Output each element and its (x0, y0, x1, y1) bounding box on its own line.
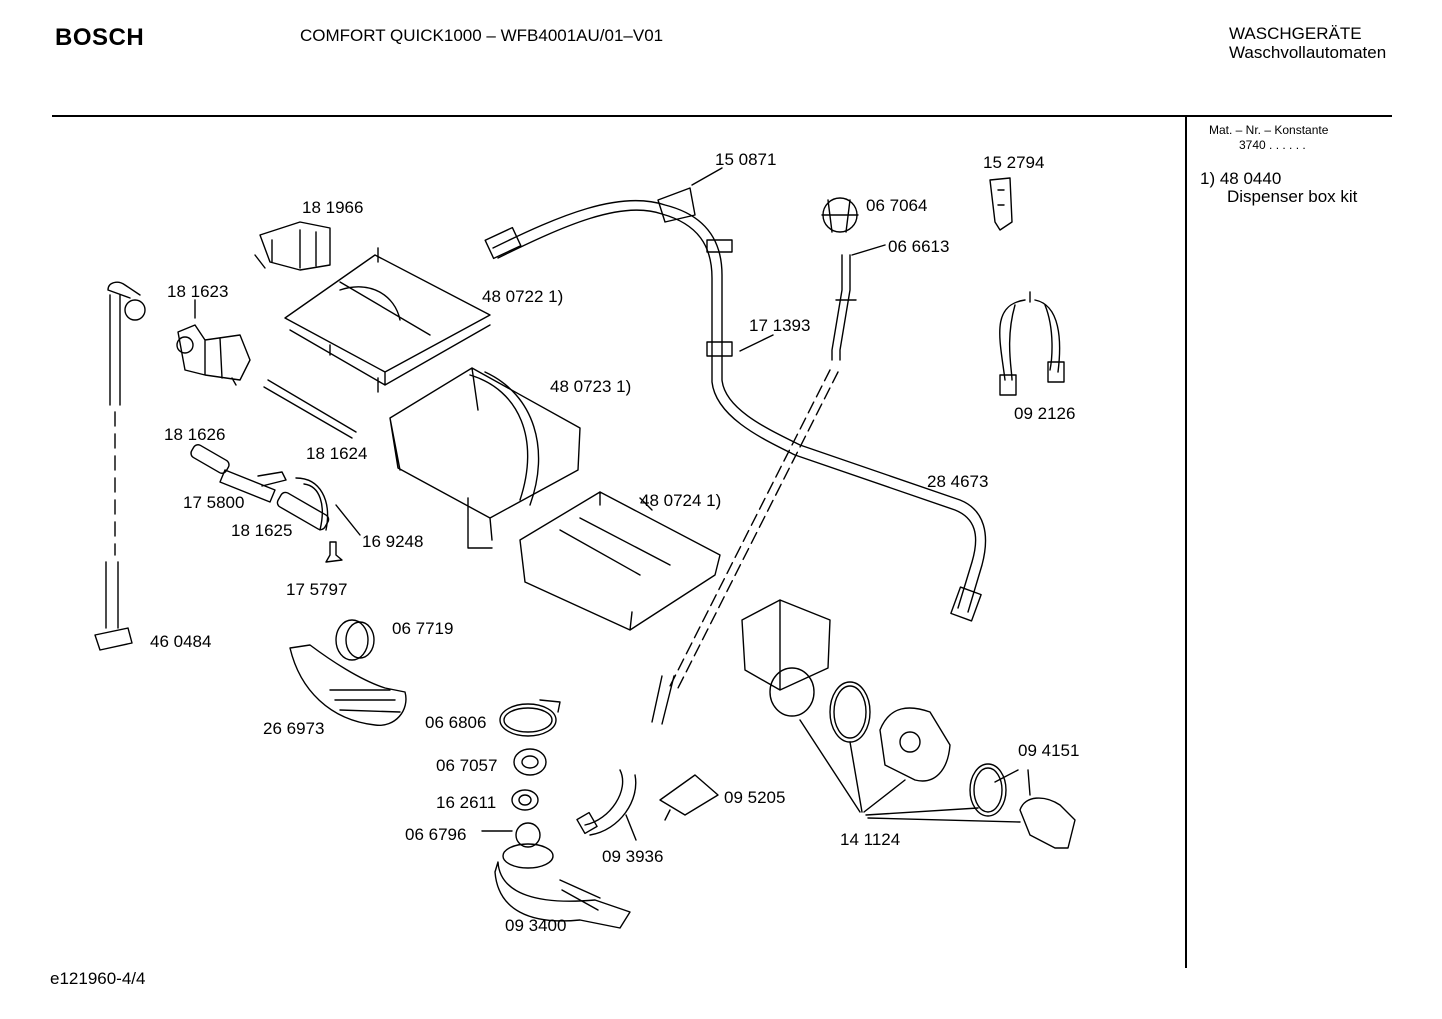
notes-heading: Mat. – Nr. – Konstante (1209, 123, 1329, 137)
part-label: 16 9248 (362, 532, 424, 551)
part-label: 48 0723 1) (550, 377, 632, 396)
part-label: 17 5797 (286, 580, 348, 599)
part-label: 09 5205 (724, 788, 786, 807)
part-label: 16 2611 (436, 793, 497, 812)
part-label: 18 1623 (167, 282, 229, 301)
part-label: 18 1624 (306, 444, 368, 463)
leader-171393 (739, 334, 774, 352)
category-subtitle: Waschvollautomaten (1229, 43, 1387, 62)
part-label: 46 0484 (150, 632, 212, 651)
part-label: 18 1625 (231, 521, 293, 540)
part-label: 48 0722 1) (482, 287, 564, 306)
part-label: 06 7719 (392, 619, 454, 638)
part-label: 06 6806 (425, 713, 487, 732)
part-label: 06 7057 (436, 756, 498, 775)
fill-hose-drawing (484, 187, 987, 622)
part-label: 17 5800 (183, 493, 245, 512)
header-divider (52, 115, 1392, 117)
part-label: 15 0871 (715, 150, 777, 169)
part-label: 06 6613 (888, 237, 950, 256)
notes-column-divider (1185, 116, 1187, 968)
brand-logo: BOSCH (55, 24, 145, 51)
footnote-text: Dispenser box kit (1227, 187, 1358, 206)
part-label: 09 2126 (1014, 404, 1076, 423)
model-title: COMFORT QUICK1000 – WFB4001AU/01–V01 (300, 26, 664, 45)
part-label: 09 3400 (505, 916, 567, 935)
part-label: 28 4673 (927, 472, 989, 491)
part-label: 06 6796 (405, 825, 467, 844)
drawing-id: e121960-4/4 (50, 969, 146, 988)
part-label: 18 1626 (164, 425, 226, 444)
part-label: 09 4151 (1018, 741, 1080, 760)
part-label: 06 7064 (866, 196, 928, 215)
footnote-number: 1) 48 0440 (1200, 169, 1282, 188)
part-label: 17 1393 (749, 316, 811, 335)
part-label: 48 0724 1) (640, 491, 722, 510)
part-label: 14 1124 (840, 830, 901, 849)
part-label: 18 1966 (302, 198, 364, 217)
part-label: 15 2794 (983, 153, 1045, 172)
leader-150871 (691, 167, 723, 186)
notes-constant: 3740 . . . . . . (1239, 138, 1306, 152)
category-title: WASCHGERÄTE (1229, 24, 1362, 43)
part-label: 09 3936 (602, 847, 664, 866)
part-label: 26 6973 (263, 719, 325, 738)
